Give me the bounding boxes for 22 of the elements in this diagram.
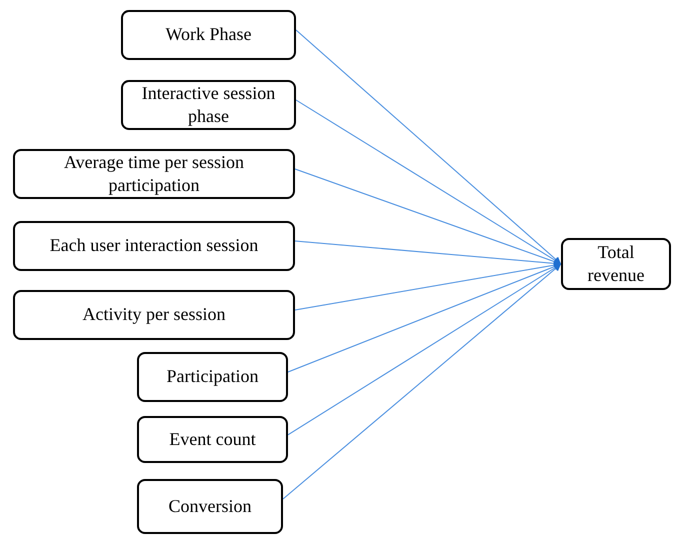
process-box [13,221,295,271]
arrow [282,264,562,500]
box-label: Interactive session phase [140,82,276,128]
process-box [137,352,288,402]
process-box [137,416,288,463]
box-label: Activity per session [82,303,226,326]
arrow [296,30,562,264]
box-label: Each user interaction session [50,234,258,258]
box-label: Participation [166,365,258,388]
box-label: Total revenue [586,240,646,287]
box-label: Work Phase [165,23,252,46]
arrow [294,168,562,265]
process-box [13,290,295,340]
process-box [561,238,671,290]
box-label: Conversion [168,494,252,518]
process-box [137,479,283,534]
process-box [121,10,296,60]
process-box [121,80,296,130]
box-label: Average time per session participation [62,150,246,197]
process-box [13,149,295,199]
arrow [288,263,562,372]
box-label: Event count [169,428,256,451]
